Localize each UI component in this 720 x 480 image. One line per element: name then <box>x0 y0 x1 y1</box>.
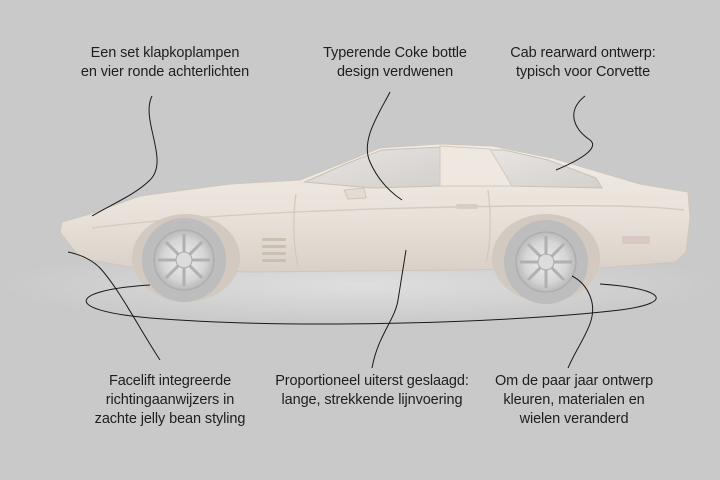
annotation-cab-rearward: Cab rearward ontwerp: typisch voor Corve… <box>488 44 678 82</box>
targa-pillar <box>439 145 513 187</box>
annotation-facelift-line3: zachte jelly bean styling <box>94 411 246 427</box>
annotation-cab-rearward-line2: typisch voor Corvette <box>515 64 651 80</box>
callout-line-variation <box>567 275 594 369</box>
annotation-variation-line1: Om de paar jaar ontwerp <box>494 373 654 389</box>
annotation-proportion-line1: Proportioneel uiterst geslaagd: <box>275 373 469 389</box>
annotation-proportion-line2: lange, strekkende lijnvoering <box>281 392 463 408</box>
annotation-facelift-line1: Facelift integreerde <box>108 373 232 389</box>
door-rear-line <box>485 189 491 263</box>
annotation-headlights-line2: en vier ronde achterlichten <box>80 64 250 80</box>
annotation-facelift-line2: richtingaanwijzers in <box>105 392 235 408</box>
annotation-coke-bottle: Typerende Coke bottle design verdwenen <box>300 44 490 82</box>
door-line <box>293 193 299 267</box>
callout-line-coke-bottle <box>366 91 403 201</box>
callout-line-facelift <box>67 251 161 361</box>
callout-line-cab-rearward <box>555 95 593 171</box>
annotation-headlights: Een set klapkoplampen en vier ronde acht… <box>70 44 260 82</box>
door-handle <box>456 204 478 209</box>
annotation-variation: Om de paar jaar ontwerp kleuren, materia… <box>476 372 672 429</box>
callout-line-proportion <box>371 249 407 369</box>
rear-hub <box>537 253 555 271</box>
annotation-proportion: Proportioneel uiterst geslaagd: lange, s… <box>262 372 482 410</box>
rear-marker-light <box>622 236 650 244</box>
callout-line-headlights <box>91 95 158 217</box>
front-hub <box>175 251 193 269</box>
annotation-cab-rearward-line1: Cab rearward ontwerp: <box>510 45 656 61</box>
side-mirror <box>343 187 367 200</box>
side-vents <box>262 238 286 262</box>
annotation-headlights-line1: Een set klapkoplampen <box>90 45 240 61</box>
annotation-variation-line3: wielen veranderd <box>519 411 629 427</box>
annotation-coke-bottle-line2: design verdwenen <box>336 64 454 80</box>
proportion-ellipse <box>85 283 657 325</box>
annotation-facelift: Facelift integreerde richtingaanwijzers … <box>70 372 270 429</box>
annotation-variation-line2: kleuren, materialen en <box>503 392 645 408</box>
annotation-coke-bottle-line1: Typerende Coke bottle <box>323 45 467 61</box>
